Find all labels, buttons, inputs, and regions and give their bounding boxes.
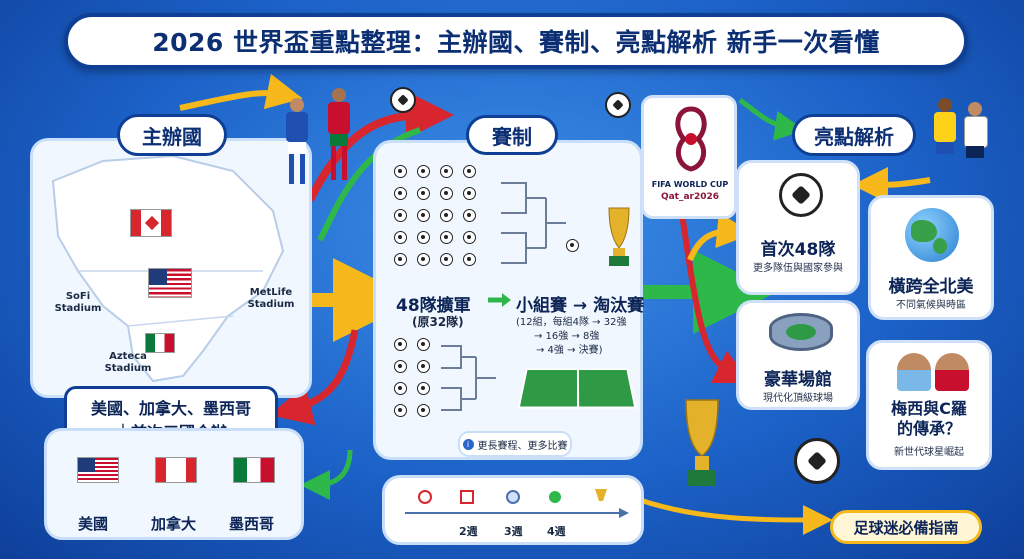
decorative-ball-icon (794, 438, 840, 484)
canada-flag (130, 209, 172, 237)
guide-banner: 足球迷必備指南 (830, 510, 982, 544)
host-countries-panel: 美國 加拿大 墨西哥 (44, 428, 304, 540)
player-figure-top-right (930, 98, 994, 194)
format-arrow (486, 291, 511, 307)
trophy-icon (608, 207, 630, 266)
usa-flag (148, 268, 192, 298)
globe-icon (905, 208, 959, 262)
stadium-label-metlife: MetLife Stadium (247, 287, 295, 310)
format-main-line: 48隊擴軍 (396, 296, 471, 316)
highlight-card-messi-ronaldo: 梅西與C羅 的傳承？ 新世代球星崛起 (866, 340, 992, 470)
format-original: (原32隊) (412, 315, 464, 329)
knockout-balls (394, 338, 434, 417)
timeline-label-4w: 4週 (547, 525, 566, 538)
highlight-sub-2: 現代化頂級球場 (763, 393, 833, 404)
highlight-title-1: 橫跨全北美 (888, 277, 974, 297)
section-host-label: 主辦國 (142, 124, 202, 149)
country-usa: 美國 (78, 515, 109, 533)
format-note: 更長賽程、更多比賽 (477, 440, 568, 452)
format-detail1: (12組，每組4隊 → 32強 (516, 317, 627, 328)
fifa-logo-card: FIFA WORLD CUP Qat_ar2026 (641, 95, 737, 219)
highlight-card-48-teams: 首次48隊 更多隊伍與國家參與 (736, 160, 860, 295)
timeline-label-2w: 2週 (459, 525, 478, 538)
stadium-icon (769, 313, 833, 351)
main-title-banner: 2026 世界盃重點整理：主辦國、賽制、亮點解析 新手一次看懂 (64, 13, 968, 69)
format-panel: 48隊擴軍 小組賽 → 淘汰賽 (原32隊) (12組，每組4隊 → 32強 →… (373, 140, 645, 460)
bracket-bottom (441, 345, 496, 411)
info-icon: i (462, 438, 474, 450)
stadium-label-sofi: SoFi Stadium (54, 291, 102, 314)
guide-label: 足球迷必備指南 (853, 518, 959, 537)
decorative-ball-icon-mid (605, 92, 631, 118)
player-figure-left (280, 98, 314, 188)
format-note-pill: i 更長賽程、更多比賽 (458, 431, 572, 457)
usa-flag-small (77, 457, 119, 483)
section-pill-highlights: 亮點解析 (792, 114, 916, 156)
soccer-pitch (517, 368, 637, 409)
main-title: 2026 世界盃重點整理：主辦國、賽制、亮點解析 新手一次看懂 (152, 28, 880, 57)
decorative-trophy-icon (685, 399, 719, 486)
country-canada: 加拿大 (151, 515, 197, 533)
section-pill-host: 主辦國 (117, 114, 227, 156)
timeline-label-3w: 3週 (504, 525, 523, 538)
highlight-title-0: 首次48隊 (760, 240, 836, 260)
highlight-sub-1: 不同氣候與時區 (896, 300, 966, 311)
highlight-title-2: 豪華場館 (764, 370, 832, 390)
highlight-sub-0: 更多隊伍與國家參與 (753, 263, 843, 274)
canada-flag-small (155, 457, 197, 483)
player-portraits-icon (891, 349, 975, 391)
group-stage-balls (394, 165, 482, 266)
logo-line2: Qat_ar2026 (660, 192, 720, 202)
bracket-top (501, 182, 566, 264)
decorative-ball-icon-top (390, 87, 416, 113)
logo-line1: FIFA WORLD CUP (651, 180, 729, 189)
highlight-card-north-america: 橫跨全北美 不同氣候與時區 (868, 195, 994, 320)
bracket-winner-ball (566, 239, 579, 252)
player-figure-right (322, 88, 356, 188)
world-cup-emblem-icon (675, 106, 707, 172)
timeline-track (405, 489, 629, 518)
highlight-title-3: 梅西與C羅 的傳承？ (891, 399, 967, 438)
mexico-flag-small (233, 457, 275, 483)
format-detail3: → 4強 → 決賽) (536, 345, 603, 356)
section-pill-format: 賽制 (466, 115, 558, 155)
timeline-panel: 2週 3週 4週 (382, 475, 644, 545)
highlight-sub-3: 新世代球星崛起 (894, 447, 964, 458)
country-mexico: 墨西哥 (229, 515, 275, 533)
format-detail2: → 16強 → 8強 (534, 331, 600, 342)
section-highlights-label: 亮點解析 (814, 124, 894, 149)
host-summary-line1: 美國、加拿大、墨西哥 (90, 399, 251, 418)
host-map-panel: SoFi Stadium MetLife Stadium Azteca Stad… (30, 138, 312, 398)
stadium-label-azteca: Azteca Stadium (104, 351, 152, 374)
soccer-ball-icon (779, 173, 823, 217)
highlight-card-stadiums: 豪華場館 現代化頂級球場 (736, 300, 860, 410)
mexico-flag (145, 333, 175, 353)
section-format-label: 賽制 (492, 124, 532, 149)
format-stage-line: 小組賽 → 淘汰賽 (516, 296, 645, 316)
